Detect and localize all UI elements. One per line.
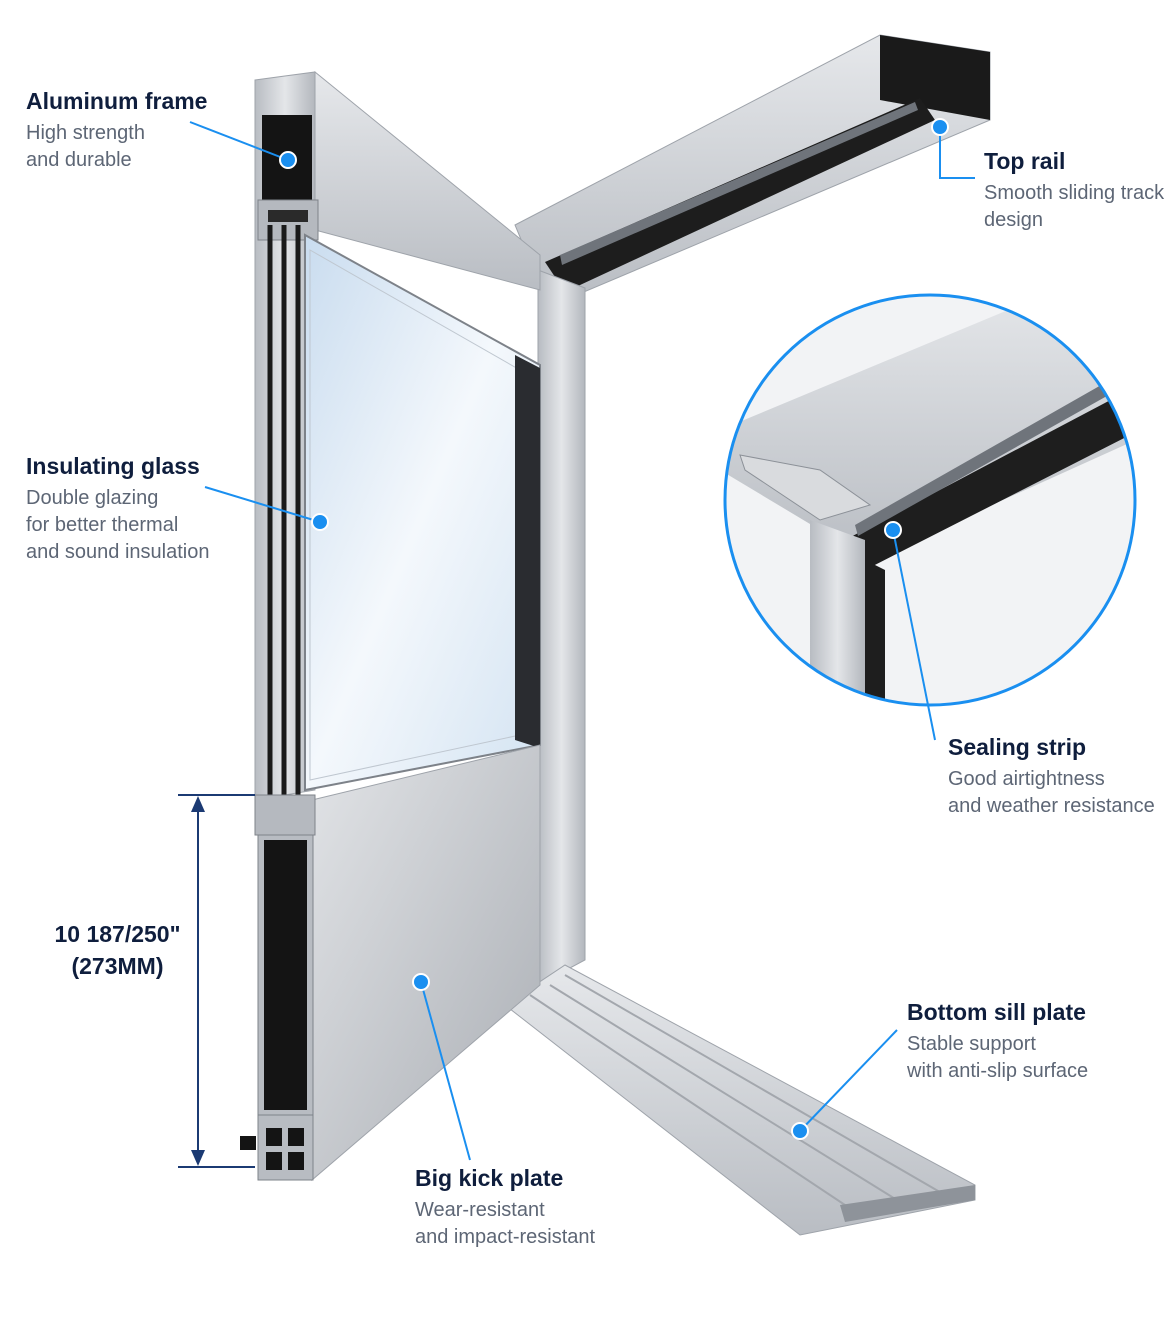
callout-big-kick-plate: Big kick plate Wear-resistant and impact… <box>415 1165 595 1251</box>
callout-line: design <box>984 208 1043 231</box>
dimension-metric: (273MM) <box>71 953 164 979</box>
callout-top-rail: Top rail Smooth sliding track design <box>984 148 1164 234</box>
kick-plate <box>311 744 541 1182</box>
callout-line: Stable support <box>907 1032 1036 1055</box>
dot-aluminum-frame <box>279 151 297 169</box>
callout-line: Smooth sliding track <box>984 181 1165 204</box>
callout-line: High strength <box>26 121 145 144</box>
dot-kick-plate <box>412 973 430 991</box>
callout-line: for better thermal <box>26 513 179 536</box>
callout-bottom-sill-plate: Bottom sill plate Stable support with an… <box>907 999 1088 1085</box>
insulating-glass <box>267 225 541 800</box>
callout-line: and impact-resistant <box>415 1225 596 1248</box>
callout-title: Sealing strip <box>948 734 1087 760</box>
dot-insulating-glass <box>311 513 329 531</box>
leader-top-rail <box>939 127 975 179</box>
callout-title: Big kick plate <box>415 1165 564 1191</box>
callout-line: Double glazing <box>26 486 159 509</box>
height-dimension-line <box>178 794 255 1168</box>
callout-insulating-glass: Insulating glass Double glazing for bett… <box>26 453 209 566</box>
callout-dots <box>279 118 949 1140</box>
top-rail <box>514 34 991 301</box>
callout-title: Top rail <box>984 148 1066 174</box>
leader-bottom-sill <box>799 1029 898 1132</box>
leader-insulating-glass <box>204 486 321 523</box>
aluminum-frame-profile <box>257 115 319 241</box>
leader-sealing-strip <box>892 529 936 741</box>
bottom-profile-section <box>240 794 316 1181</box>
callout-sealing-strip: Sealing strip Good airtightness and weat… <box>948 734 1155 820</box>
dot-sealing-strip <box>884 521 902 539</box>
callout-line: with anti-slip surface <box>907 1059 1089 1082</box>
callout-line: and weather resistance <box>948 794 1155 817</box>
leader-kick-plate <box>420 981 471 1161</box>
callout-line: Wear-resistant <box>415 1198 545 1221</box>
dot-top-rail <box>931 118 949 136</box>
callout-leaders <box>189 121 975 1161</box>
leader-aluminum-frame <box>189 121 289 161</box>
sealing-strip-detail <box>723 293 1137 707</box>
callout-line: Good airtightness <box>948 767 1105 790</box>
callout-aluminum-frame: Aluminum frame High strength and durable <box>26 88 207 174</box>
height-dimension-label: 10 187/250" (273MM) <box>20 918 215 982</box>
callout-line: and durable <box>26 148 132 171</box>
bottom-sill-plate <box>504 964 976 1236</box>
callout-line: and sound insulation <box>26 540 210 563</box>
dot-bottom-sill <box>791 1122 809 1140</box>
dimension-imperial: 10 187/250" <box>54 921 181 947</box>
callout-title: Insulating glass <box>26 453 200 479</box>
right-jamb <box>537 269 586 986</box>
callout-title: Aluminum frame <box>26 88 208 114</box>
callout-title: Bottom sill plate <box>907 999 1086 1025</box>
